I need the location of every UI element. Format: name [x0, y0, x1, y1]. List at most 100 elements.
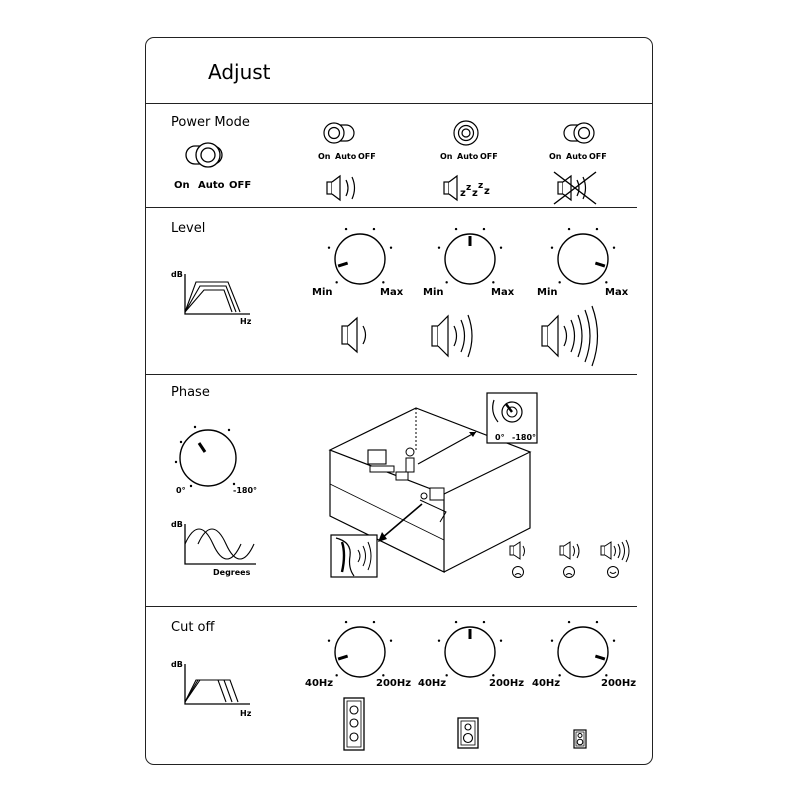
level-knob[interactable]	[320, 225, 400, 289]
speaker-mid-icon	[559, 541, 580, 578]
svg-text:z: z	[478, 181, 483, 191]
section-divider	[145, 207, 637, 208]
knob-min-label: 40Hz	[532, 678, 561, 689]
knob-min-label: Min	[312, 287, 333, 298]
axis-y-label: dB	[171, 660, 183, 669]
knob-scale-dot	[612, 639, 616, 642]
knob-min-label: Min	[423, 287, 444, 298]
speaker-low-icon	[341, 316, 367, 354]
power-switch-on-icon	[323, 122, 355, 144]
floor-speaker-icon	[343, 697, 365, 751]
knob-scale-dot	[372, 620, 376, 624]
knob-scale-dot	[612, 246, 616, 249]
knob-scale-dot	[327, 639, 331, 642]
axis-y-label: dB	[171, 270, 183, 279]
power-switch-auto-icon	[453, 120, 479, 146]
knob-min-label: 40Hz	[305, 678, 334, 689]
level-knob[interactable]	[430, 225, 510, 289]
switch-on-label: On	[440, 152, 453, 161]
switch-off-label: OFF	[480, 152, 498, 161]
section-divider	[145, 606, 637, 607]
power-switch-off-icon	[563, 122, 595, 144]
knob-scale-dot	[445, 674, 448, 677]
knob-scale-dot	[567, 620, 571, 624]
knob-scale-dot	[550, 639, 554, 642]
cutoff-knob[interactable]	[430, 618, 510, 682]
knob-max-label: 200Hz	[489, 678, 525, 689]
knob-max-label: 200Hz	[601, 678, 637, 689]
knob-scale-dot	[437, 246, 441, 249]
speaker-on-icon	[326, 174, 356, 202]
knob-pointer	[337, 654, 349, 661]
svg-text:z: z	[472, 188, 478, 199]
switch-on-label: On	[549, 152, 562, 161]
knob-dial[interactable]	[557, 626, 609, 678]
switch-auto-label: Auto	[566, 152, 588, 161]
switch-off-label: OFF	[589, 152, 607, 161]
knob-dial[interactable]	[334, 626, 386, 678]
power-switch-icon	[185, 142, 223, 168]
knob-dial[interactable]	[334, 233, 386, 285]
knob-scale-dot	[499, 246, 503, 249]
sad-face-icon	[563, 566, 575, 578]
knob-scale-dot	[595, 227, 599, 231]
knob-scale-dot	[335, 674, 338, 677]
happy-face-icon	[607, 566, 619, 578]
inset-ear-icon	[330, 534, 378, 578]
svg-text:z: z	[484, 186, 490, 197]
cut-off-heading: Cut off	[171, 620, 215, 635]
level-knob[interactable]	[543, 225, 623, 289]
knob-scale-dot	[389, 639, 393, 642]
speaker-sleep-icon: z z z z z	[443, 174, 490, 202]
knob-dial[interactable]	[557, 233, 609, 285]
axis-y-label: dB	[171, 520, 183, 529]
speaker-muted-icon	[553, 171, 597, 205]
sad-face-icon	[512, 566, 524, 578]
bookshelf-speaker-icon	[457, 717, 479, 749]
knob-pointer	[594, 261, 606, 268]
knob-pointer	[337, 261, 349, 268]
phase-knob[interactable]	[172, 422, 248, 492]
switch-off-label: OFF	[229, 180, 252, 191]
switch-auto-label: Auto	[335, 152, 357, 161]
knob-scale-dot	[344, 620, 348, 624]
knob-scale-dot	[382, 281, 385, 284]
knob-scale-dot	[558, 281, 561, 284]
knob-max-label: 200Hz	[376, 678, 412, 689]
knob-max-label: Max	[605, 287, 629, 298]
knob-min-label: 40Hz	[418, 678, 447, 689]
knob-scale-dot	[558, 674, 561, 677]
speaker-low-icon	[509, 541, 525, 578]
switch-on-label: On	[174, 180, 190, 191]
speaker-mid-icon	[431, 314, 473, 358]
knob-max-label: Max	[491, 287, 515, 298]
knob-max-label: Max	[380, 287, 404, 298]
cutoff-knob[interactable]	[320, 618, 400, 682]
switch-auto-label: Auto	[198, 180, 225, 191]
cutoff-response-graph	[184, 664, 250, 705]
phase-wave-graph	[184, 524, 256, 565]
small-speaker-icon	[573, 729, 587, 749]
room-illustration	[328, 407, 532, 573]
phase-knob-min-label: 0°	[176, 486, 186, 495]
knob-scale-dot	[437, 639, 441, 642]
switch-on-label: On	[318, 152, 331, 161]
switch-auto-label: Auto	[457, 152, 479, 161]
svg-text:z: z	[460, 188, 466, 199]
knob-scale-dot	[327, 246, 331, 249]
knob-scale-dot	[605, 281, 608, 284]
knob-scale-dot	[492, 281, 495, 284]
page-title: Adjust	[208, 60, 271, 84]
inset-min-label: 0°	[495, 433, 505, 442]
knob-dial[interactable]	[444, 626, 496, 678]
knob-scale-dot	[482, 227, 486, 231]
knob-dial[interactable]	[444, 233, 496, 285]
cutoff-knob[interactable]	[543, 618, 623, 682]
phase-knob-max-label: -180°	[233, 486, 258, 495]
title-divider	[145, 103, 653, 104]
knob-scale-dot	[499, 639, 503, 642]
axis-x-label: Hz	[240, 709, 252, 718]
knob-scale-dot	[482, 620, 486, 624]
knob-scale-dot	[454, 620, 458, 624]
switch-off-label: OFF	[358, 152, 376, 161]
